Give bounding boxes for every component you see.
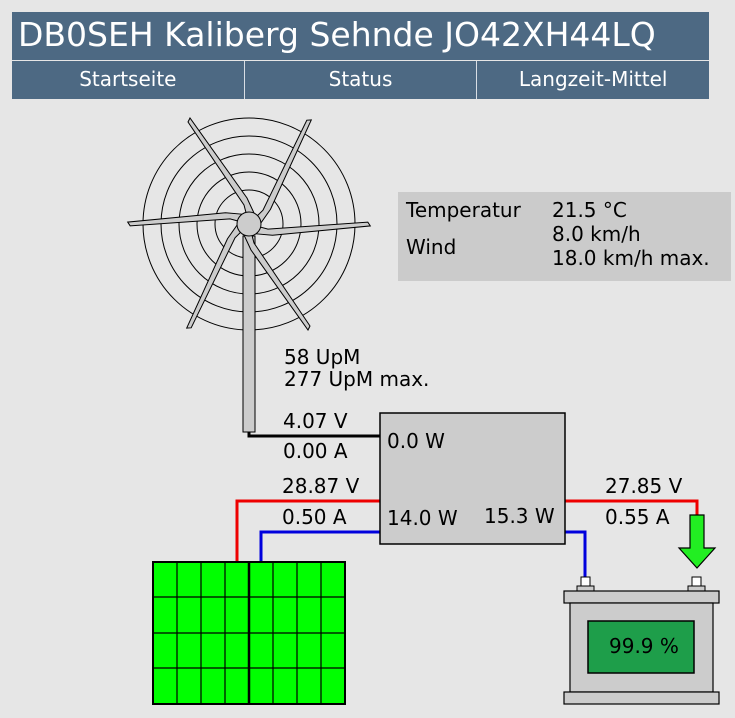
charge-arrow-icon	[677, 514, 717, 569]
wind-max-value: 18.0 km/h max.	[552, 246, 710, 270]
turbine-hub	[236, 211, 262, 237]
weather-panel: Temperatur 21.5 °C Wind 8.0 km/h 18.0 km…	[398, 192, 731, 281]
battery	[563, 576, 720, 705]
page-title: DB0SEH Kaliberg Sehnde JO42XH44LQ	[12, 12, 709, 60]
battery-negative-wire	[565, 530, 587, 578]
solar-panel	[152, 561, 346, 705]
turbine-wire	[247, 432, 380, 438]
battery-power: 15.3 W	[484, 504, 555, 528]
battery-positive-wire	[565, 499, 699, 520]
charge-controller	[379, 412, 566, 545]
battery-charge-display	[587, 620, 695, 674]
battery-charge-percent: 99.9 %	[609, 634, 679, 658]
solar-voltage: 28.87 V	[282, 474, 360, 498]
battery-voltage: 27.85 V	[605, 474, 683, 498]
wind-label: Wind	[406, 235, 457, 259]
turbine-rpm-max: 277 UpM max.	[284, 367, 430, 391]
temperature-label: Temperatur	[406, 198, 521, 222]
main-nav: Startseite Status Langzeit-Mittel	[12, 61, 709, 99]
wind-value: 8.0 km/h	[552, 222, 641, 246]
solar-positive-wire	[235, 499, 380, 562]
battery-current: 0.55 A	[605, 505, 670, 529]
turbine-current: 0.00 A	[283, 439, 348, 463]
turbine-voltage: 4.07 V	[283, 409, 348, 433]
solar-current: 0.50 A	[282, 505, 347, 529]
turbine-power: 0.0 W	[387, 429, 445, 453]
tab-status[interactable]: Status	[245, 61, 478, 99]
temperature-value: 21.5 °C	[552, 198, 627, 222]
solar-power: 14.0 W	[387, 506, 458, 530]
tab-startseite[interactable]: Startseite	[12, 61, 245, 99]
solar-negative-wire	[259, 530, 380, 562]
tab-langzeit-mittel[interactable]: Langzeit-Mittel	[518, 67, 668, 91]
turbine-tower	[242, 235, 256, 433]
turbine-rpm: 58 UpM	[284, 345, 361, 369]
